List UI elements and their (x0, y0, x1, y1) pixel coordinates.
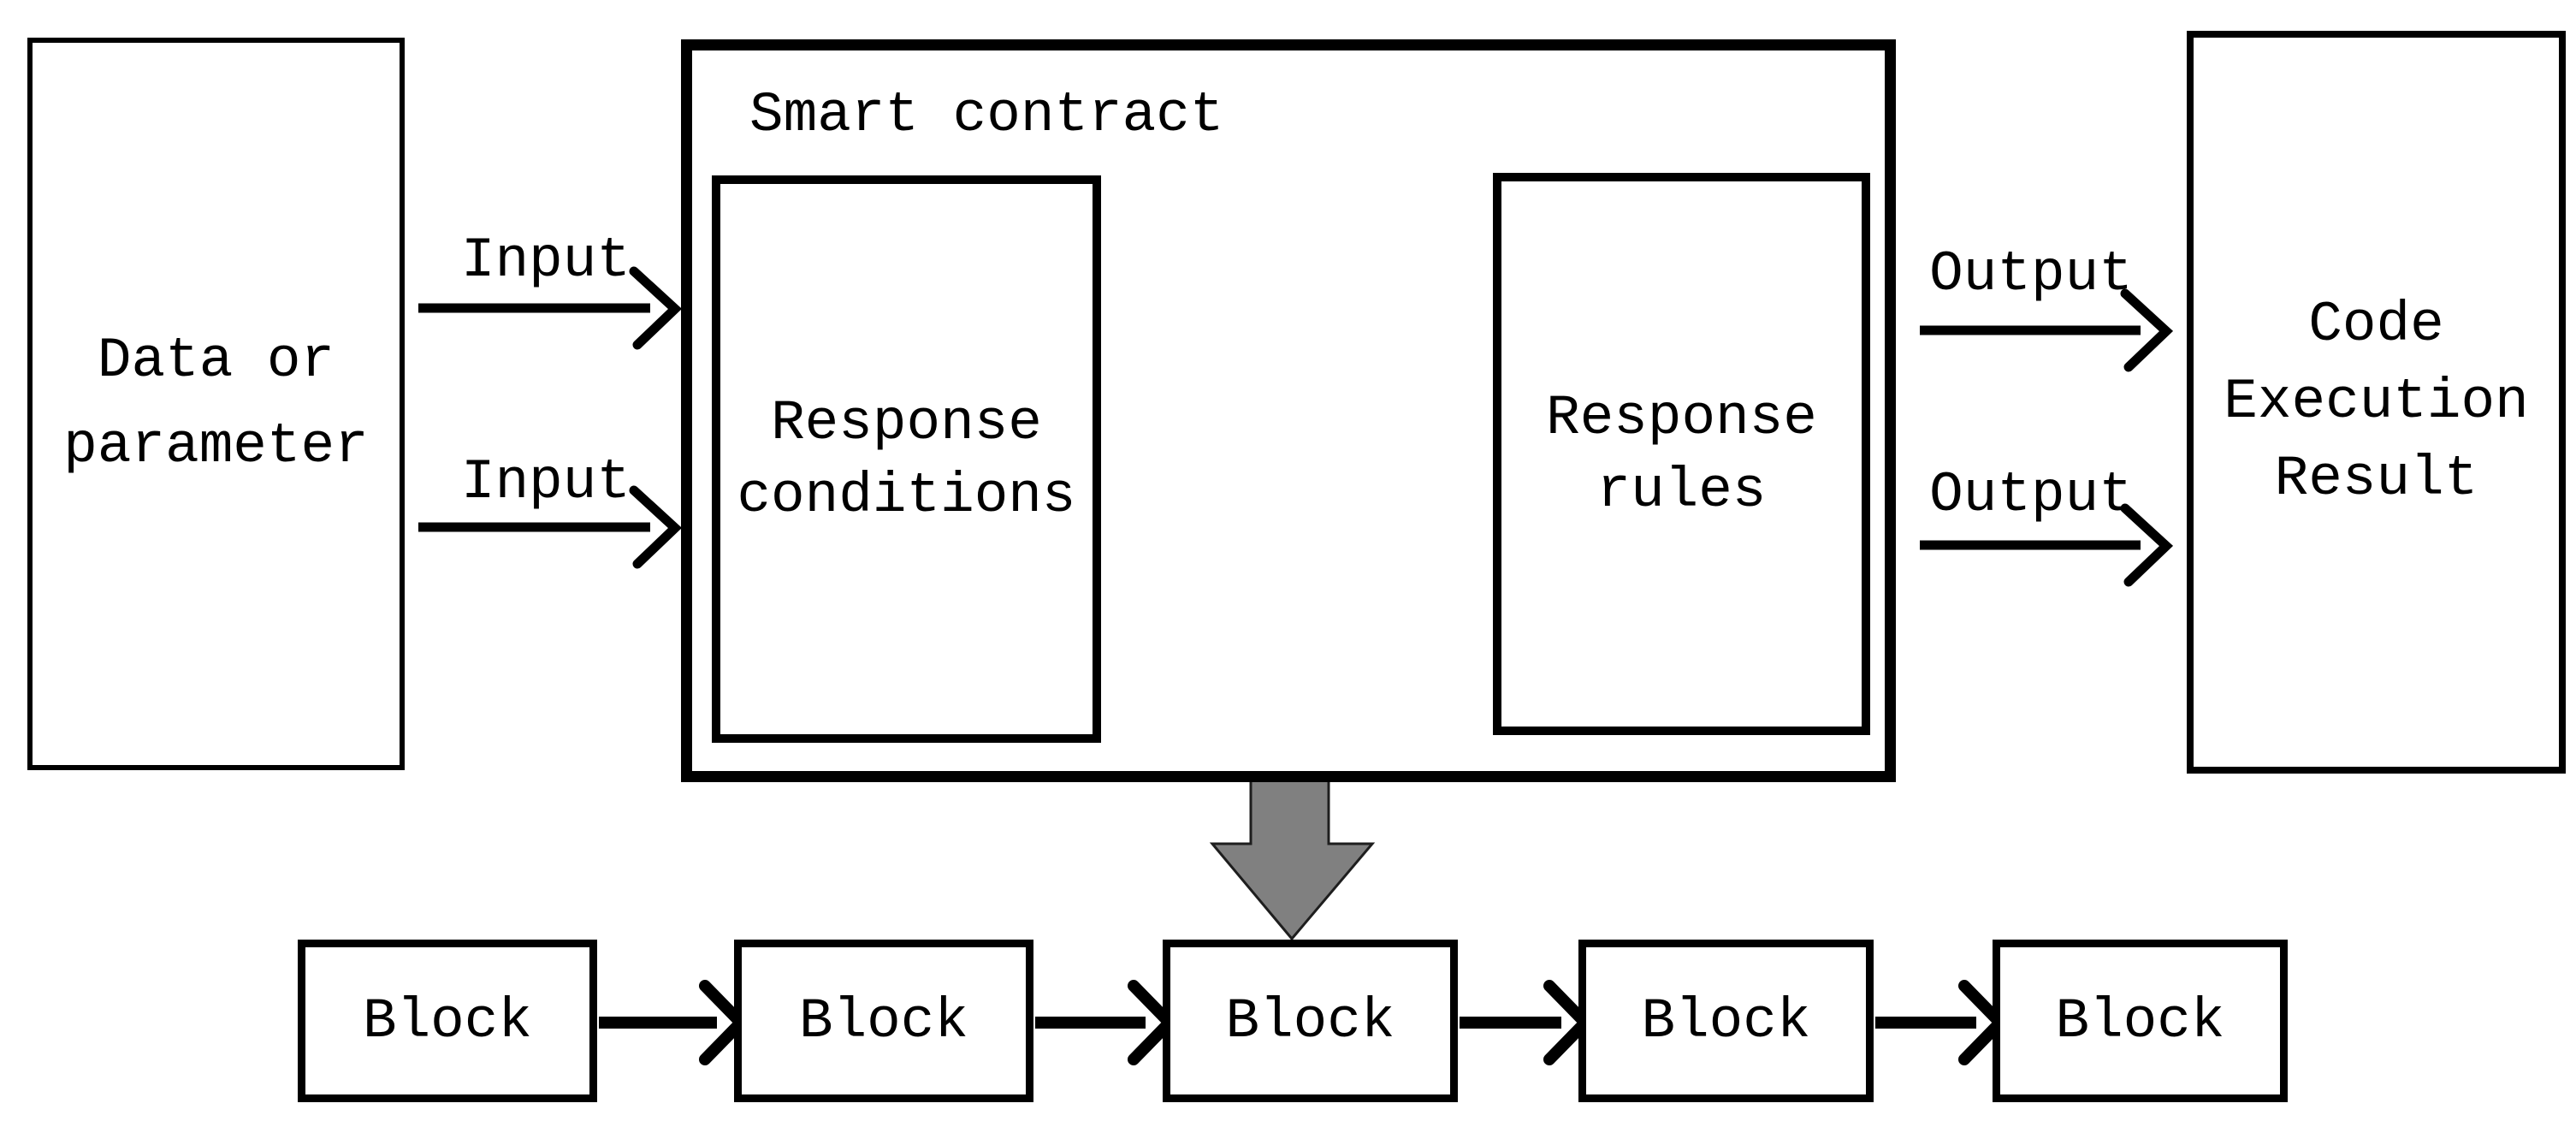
data-or-parameter-label-line2: parameter (63, 414, 369, 478)
code-execution-result-label-line1: Code (2308, 293, 2444, 357)
response-conditions-label-line2: conditions (737, 463, 1076, 528)
block-box-2: Block (734, 940, 1033, 1102)
input-label-1: Input (460, 228, 631, 293)
response-rules-box: Response rules (1493, 173, 1870, 735)
code-execution-result-label-line2: Execution (2224, 370, 2529, 434)
data-or-parameter-box: Data or parameter (27, 38, 405, 770)
response-conditions-box: Response conditions (712, 175, 1101, 743)
block-connector-arrow-2-icon (1035, 980, 1178, 1065)
smart-contract-title: Smart contract (749, 83, 1224, 147)
block-connector-arrow-1-icon (599, 980, 749, 1065)
response-conditions-label-line1: Response (771, 390, 1042, 455)
block-box-3: Block (1163, 940, 1458, 1102)
code-execution-result-box: Code Execution Result (2187, 31, 2566, 774)
block-box-4: Block (1578, 940, 1874, 1102)
block-connector-arrow-4-icon (1875, 980, 2009, 1065)
data-or-parameter-label-line1: Data or (97, 329, 335, 393)
block-connector-arrow-3-icon (1460, 980, 1594, 1065)
response-rules-label-line1: Response (1546, 385, 1817, 450)
code-execution-result-label-line3: Result (2274, 447, 2478, 511)
response-rules-label-line2: rules (1596, 458, 1767, 523)
down-arrow-icon (1209, 769, 1376, 941)
output-label-2: Output (1929, 463, 2133, 527)
input-label-2: Input (460, 450, 631, 514)
block-box-1: Block (298, 940, 597, 1102)
output-label-1: Output (1929, 242, 2133, 306)
block-box-5: Block (1993, 940, 2288, 1102)
